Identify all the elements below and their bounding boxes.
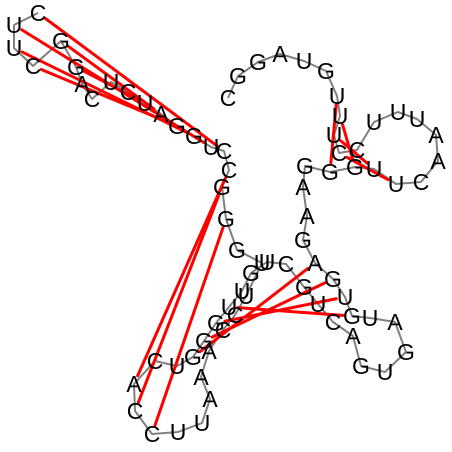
- base-pair-bonds: [20, 16, 390, 427]
- nucleotide-21: G: [321, 159, 339, 185]
- nucleotide-61: G: [228, 237, 246, 263]
- nucleotide-57: C: [215, 317, 232, 343]
- nucleotide-27: G: [324, 266, 342, 292]
- nucleotide-44: G: [207, 310, 225, 336]
- nucleotide-24: A: [299, 203, 315, 229]
- base-pair-bond-10: [136, 193, 221, 405]
- nucleotide-10: C: [331, 140, 348, 166]
- nucleotide-38: G: [295, 274, 313, 300]
- nucleotide-13: U: [390, 99, 407, 125]
- nucleotide-65: C: [216, 138, 233, 164]
- nucleotide-45: G: [195, 328, 213, 354]
- nucleotide-43: U: [221, 294, 238, 320]
- base-pair-bond-16: [66, 44, 156, 111]
- nucleotide-36: C: [325, 309, 342, 335]
- nucleotide-4: A: [272, 41, 288, 67]
- base-pair-bond-1: [329, 103, 338, 165]
- nucleotide-22: G: [296, 153, 314, 179]
- nucleotide-6: G: [317, 58, 335, 84]
- nucleotide-80: C: [30, 0, 47, 26]
- nucleotide-63: G: [213, 174, 231, 200]
- nucleotide-72: U: [103, 69, 120, 95]
- nucleotide-16: A: [430, 148, 446, 174]
- nucleotide-39: C: [278, 251, 295, 277]
- nucleotide-56: A: [201, 338, 217, 364]
- base-pair-bond-4: [345, 155, 390, 182]
- nucleotide-33: U: [377, 359, 394, 385]
- nucleotide-3: G: [249, 49, 267, 75]
- nucleotide-49: A: [126, 371, 142, 397]
- base-pair-bond-17: [82, 69, 139, 101]
- nucleotide-52: U: [170, 419, 187, 445]
- nucleotide-17: C: [413, 169, 430, 195]
- nucleotide-48: C: [147, 348, 164, 374]
- nucleotide-28: U: [337, 284, 354, 310]
- nucleotide-77: C: [25, 53, 42, 79]
- nucleotide-15: A: [428, 122, 444, 148]
- nucleotide-70: U: [137, 90, 154, 116]
- nucleotide-55: A: [193, 364, 209, 390]
- nucleotide-68: G: [168, 113, 186, 139]
- nucleotide-7: U: [329, 83, 346, 109]
- nucleotide-2: G: [229, 63, 247, 89]
- nucleotide-42: U: [234, 278, 251, 304]
- nucleotide-41: G: [242, 260, 260, 286]
- nucleotide-31: A: [387, 309, 403, 335]
- base-pair-bond-2: [341, 123, 354, 160]
- nucleotide-5: U: [296, 48, 313, 74]
- nucleotide-64: C: [221, 157, 238, 183]
- nucleotide-54: A: [202, 386, 218, 412]
- nucleotide-78: U: [6, 35, 23, 61]
- nucleotide-14: U: [409, 106, 426, 132]
- nucleotide-29: G: [343, 303, 361, 329]
- nucleotide-50: C: [127, 398, 144, 424]
- base-pair-bond-3: [339, 139, 369, 165]
- nucleotide-59: U: [238, 283, 255, 309]
- nucleotide-62: G: [217, 206, 235, 232]
- nucleotide-76: G: [52, 28, 70, 54]
- base-pair-bond-8: [236, 306, 345, 317]
- nucleotide-46: G: [184, 344, 202, 370]
- nucleotide-35: A: [345, 323, 361, 349]
- nucleotide-71: C: [120, 79, 137, 105]
- nucleotide-26: A: [307, 250, 323, 276]
- nucleotide-73: C: [84, 86, 101, 112]
- base-pair-bond-15: [39, 67, 171, 125]
- nucleotide-53: U: [194, 410, 211, 436]
- nucleotide-32: G: [397, 339, 415, 365]
- nucleotide-18: U: [388, 171, 405, 197]
- nucleotide-37: U: [310, 291, 327, 317]
- base-pair-bond-9: [136, 176, 227, 378]
- nucleotide-8: U: [332, 103, 349, 129]
- nucleotide-11: C: [349, 137, 366, 163]
- nucleotide-34: G: [352, 353, 370, 379]
- nucleotide-20: G: [346, 154, 364, 180]
- nucleotide-58: C: [227, 302, 244, 328]
- nucleotide-30: U: [362, 305, 379, 331]
- nucleotide-51: C: [144, 421, 161, 447]
- nucleotide-1: C: [220, 85, 237, 111]
- nucleotide-74: A: [74, 71, 90, 97]
- base-pair-bond-12: [43, 16, 219, 148]
- nucleotide-75: G: [67, 54, 85, 80]
- nucleotide-69: A: [153, 101, 169, 127]
- nucleotide-47: U: [169, 353, 186, 379]
- nucleotide-66: U: [203, 134, 220, 160]
- nucleotide-60: U: [254, 250, 271, 276]
- nucleotide-25: G: [294, 227, 312, 253]
- nucleotide-12: U: [366, 109, 383, 135]
- nucleotide-9: U: [326, 122, 343, 148]
- nucleotide-19: U: [366, 156, 383, 182]
- base-pair-bond-11: [153, 226, 225, 427]
- nucleotide-23: A: [295, 174, 311, 200]
- nucleotide-40: U: [259, 249, 276, 275]
- nucleotide-79: U: [6, 12, 23, 38]
- nucleotide-67: G: [185, 123, 203, 149]
